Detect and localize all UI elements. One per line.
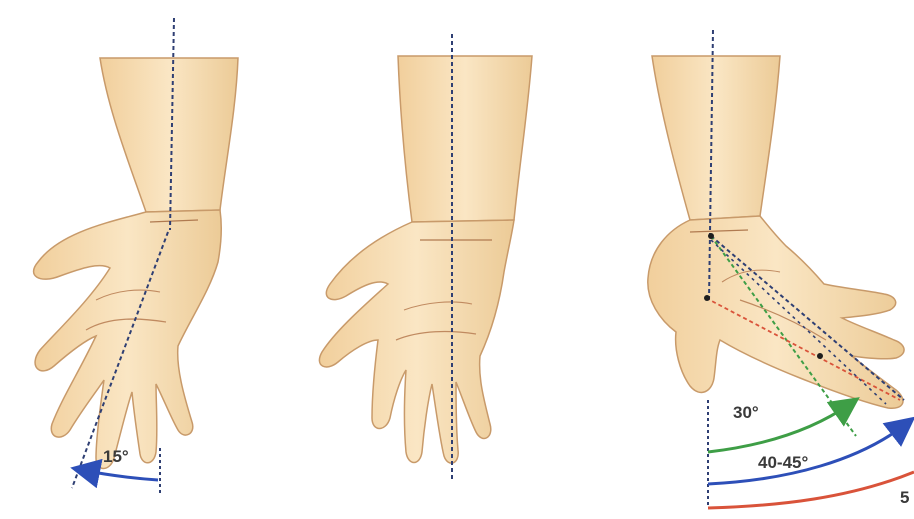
angle-label-30: 30° <box>733 403 759 423</box>
hand-2 <box>319 220 514 463</box>
forearm-2 <box>398 56 532 222</box>
pivot-upper <box>708 233 714 239</box>
arc-55 <box>708 472 914 508</box>
forearm-3 <box>652 56 780 220</box>
hand-3 <box>648 216 904 408</box>
forearm-1 <box>100 58 238 212</box>
angle-label-15: 15° <box>103 447 129 467</box>
mid-point <box>817 353 823 359</box>
angle-label-40-45: 40-45° <box>758 453 808 473</box>
angle-label-5: 5 <box>900 488 909 508</box>
arc-30 <box>708 404 850 452</box>
pivot-lower <box>704 295 710 301</box>
panel-radial-deviation <box>34 18 238 494</box>
panel-neutral-position <box>319 34 532 482</box>
panel-ulnar-deviation <box>648 30 914 508</box>
arc-15 <box>82 470 158 480</box>
